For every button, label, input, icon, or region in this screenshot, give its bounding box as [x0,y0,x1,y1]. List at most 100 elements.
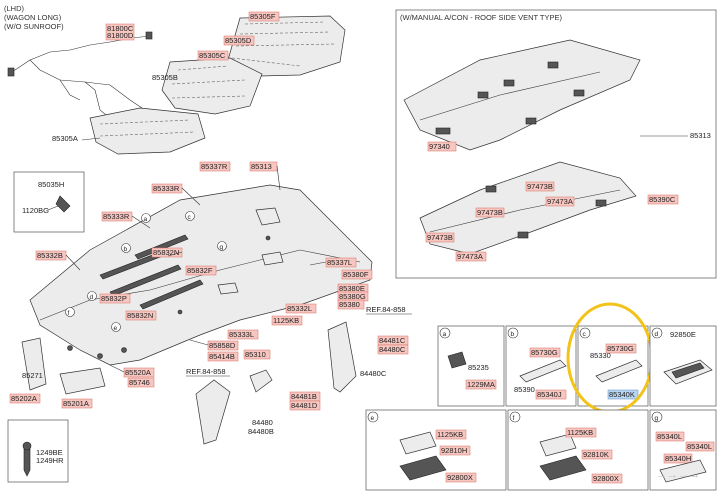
detail-panel-c: c 85730G 85330 85340K [566,302,654,414]
label-85380F: 85380F [343,270,369,279]
panel-c-label-85340K: 85340K [609,390,635,399]
label-85333R: 85333R [153,184,180,193]
label-85305A: 85305A [52,134,78,143]
panel-a-label-1229MA: 1229MA [467,380,495,389]
label-84481D: 84481D [291,401,318,410]
label-85305B: 85305B [152,73,178,82]
label-84480B: 84480B [248,427,274,436]
label-1125KB: 1125KB [273,316,299,325]
label-85310: 85310 [245,350,266,359]
inset-label-97473B-a: 97473B [527,182,553,191]
label-85832F: 85832F [187,266,213,275]
label-85305C: 85305C [199,51,226,60]
callout-g: g [220,244,224,251]
sunroof-note: (W/O SUNROOF) [4,22,64,31]
label-85313: 85313 [251,162,272,171]
label-81800D: 81800D [107,31,134,40]
panel-e-label-1125KB: 1125KB [437,430,463,439]
panel-f-label-92810K: 92810K [583,450,609,459]
label-85337R: 85337R [201,162,228,171]
detail-panel-b: b 85730G 85340J 85390 [505,325,577,407]
bolt-box: 1249BE 1249HR [7,419,69,483]
inset-label-97473B-c: 97473B [427,233,453,242]
panel-b-marker: b [511,331,515,338]
label-85858D: 85858D [209,341,236,350]
panel-b-label-85340J: 85340J [537,390,562,399]
pad-tags: 85305F 81800C 81800D 85305D 85305C 85305… [52,11,280,172]
panel-d-label-92850E: 92850E [670,330,696,339]
inset-label-85313: 85313 [690,131,711,140]
inset-label-97473B-b: 97473B [477,208,503,217]
label-84481C: 84481C [379,336,406,345]
panel-f-marker: f [513,415,515,422]
panel-a-label-85235: 85235 [468,363,489,372]
label-85333R-b: 85333R [103,212,130,221]
label-85832N: 85832N [153,248,179,257]
panel-b-label-85730G: 85730G [531,348,558,357]
detail-panel-d: d 92850E [649,325,717,407]
panel-c-label-85730G: 85730G [607,344,634,353]
clip-detail-box: 85035H 1120BG [13,171,85,233]
inset-label-97473A-b: 97473A [457,252,483,261]
panel-c-marker: c [583,331,587,338]
leader-lines [65,165,327,373]
label-85305D: 85305D [225,36,252,45]
label-84481B: 84481B [291,392,317,401]
pillar-trims: REF.84-858 REF.84-858 84481C 84480C 8448… [186,305,412,445]
label-85271: 85271 [22,371,43,380]
callout-f: f [68,310,70,317]
inset-label-85390C: 85390C [649,195,676,204]
headliner-tags: 85313 85333R 85333R 85832N 85832F 85832P… [35,161,373,388]
label-85380E: 85380E [339,284,365,293]
inset-label-97473A-a: 97473A [547,197,573,206]
label-85305F: 85305F [250,12,276,21]
label-84480C: 84480C [379,345,406,354]
label-85332L: 85332L [287,304,312,313]
detail-panel-f: f 1125KB 92810K 92800X [507,409,649,491]
label-84480: 84480 [252,418,273,427]
label-85746: 85746 [129,378,150,387]
panel-f-label-1125KB: 1125KB [567,428,593,437]
inset-title: (W/MANUAL A/CON - ROOF SIDE VENT TYPE) [400,13,562,22]
main-callouts: a b d e f c g [65,211,227,332]
watermark-arrows: →→→→ [656,469,700,481]
label-85832P: 85832P [101,294,127,303]
label-84480C-b: 84480C [360,369,387,378]
label-85380G: 85380G [339,292,366,301]
label-1120BG: 1120BG [22,206,49,215]
label-85337L: 85337L [327,258,352,267]
detail-panel-e: e 1125KB 92810H 92800X [365,409,507,491]
label-bolt-a: 1249BE [36,448,63,457]
lhd-note: (LHD) [4,4,25,13]
ref-label-b: REF.84-858 [366,305,406,314]
label-85201A: 85201A [63,399,89,408]
label-85414B: 85414B [209,352,235,361]
panel-e-marker: e [371,415,375,422]
detail-panel-g: g 85340L 85340L 85340H →→→→ [649,409,717,491]
panel-f-label-92800X: 92800X [593,474,619,483]
panel-e-label-92810H: 92810H [441,446,467,455]
inset-roof-vent: (W/MANUAL A/CON - ROOF SIDE VENT TYPE) 9… [395,9,717,279]
label-81800C: 81800C [107,24,134,33]
callout-d: d [90,294,94,301]
ref-label-a: REF.84-858 [186,367,226,376]
inset-label-97340: 97340 [429,142,450,151]
panel-g-marker: g [655,415,659,422]
label-85332B: 85332B [37,251,63,260]
label-85520A: 85520A [125,368,151,377]
panel-g-label-85340L: 85340L [657,432,682,441]
label-85333L: 85333L [229,330,254,339]
detail-panel-a: a 85235 1229MA [437,325,505,407]
panel-b-label-85390: 85390 [514,385,535,394]
label-85202A: 85202A [11,394,37,403]
callout-e: e [114,325,118,332]
panel-g-label-85340L-b: 85340L [687,442,712,451]
label-bolt-b: 1249HR [36,456,64,465]
callout-b: b [124,246,128,253]
panel-c-label-85330: 85330 [590,351,611,360]
callout-a: a [144,216,148,223]
wagon-note: (WAGON LONG) [4,13,62,22]
panel-g-label-85340H: 85340H [665,454,691,463]
label-85380: 85380 [339,300,360,309]
panel-d-marker: d [655,331,659,338]
